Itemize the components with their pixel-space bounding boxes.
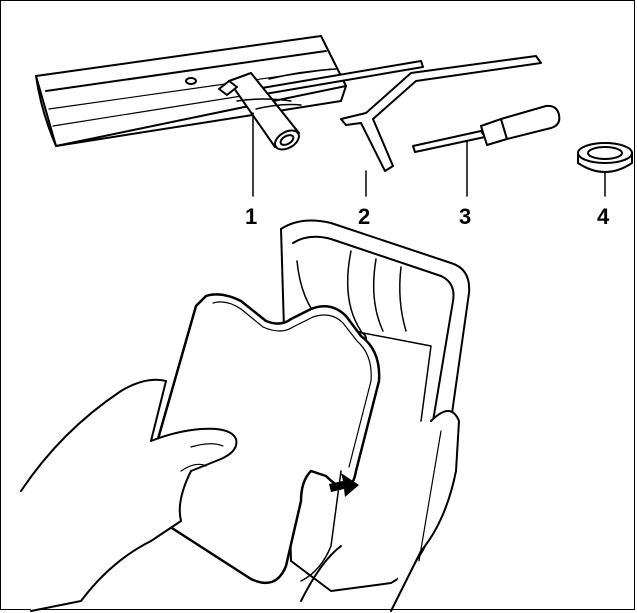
screwdriver-icon <box>412 104 561 197</box>
filter-element-icon <box>143 293 381 585</box>
arrow-right-icon <box>329 473 359 497</box>
callout-3: 3 <box>459 204 472 229</box>
ring-gauge-icon <box>577 142 633 197</box>
tool-pouch-icon <box>35 35 347 147</box>
spark-plug-wrench-icon <box>218 72 302 197</box>
callout-2: 2 <box>358 204 371 229</box>
callout-1: 1 <box>245 204 258 229</box>
right-hand-icon <box>300 410 460 612</box>
left-hand-icon <box>20 378 238 612</box>
allen-key-icon <box>340 55 542 197</box>
callout-4: 4 <box>597 204 610 229</box>
